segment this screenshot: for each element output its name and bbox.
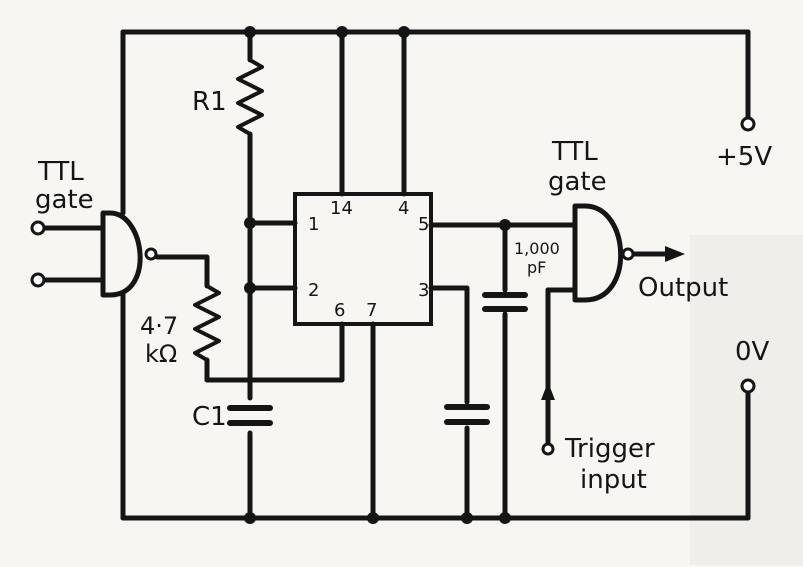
pf-cap-value-line1: 1,000 bbox=[514, 239, 560, 258]
left-ttl-nand-gate bbox=[30, 210, 158, 298]
resistor-4k7 bbox=[193, 284, 221, 362]
pin3-lead bbox=[428, 285, 470, 405]
pf-cap-value-line2: pF bbox=[527, 258, 546, 277]
ic-pin-7: 7 bbox=[366, 300, 377, 321]
pin6-lead bbox=[204, 321, 345, 383]
left-gate-output-wire bbox=[154, 254, 210, 289]
supply-rail-top bbox=[120, 29, 751, 121]
trigger-input-terminal bbox=[541, 442, 555, 456]
plus-5v-terminal bbox=[740, 116, 756, 132]
ic-pin-14: 14 bbox=[330, 198, 353, 219]
zero-volt-terminal bbox=[740, 378, 756, 394]
ic-timer-body bbox=[293, 192, 433, 326]
ic-pin-4: 4 bbox=[398, 198, 409, 219]
output-arrow-icon bbox=[665, 246, 685, 262]
r1-label: R1 bbox=[192, 87, 227, 117]
c1-label: C1 bbox=[192, 402, 227, 432]
output-label: Output bbox=[638, 273, 728, 303]
right-gate-label-ttl: TTL bbox=[551, 137, 598, 167]
right-ttl-nand-gate bbox=[541, 203, 635, 456]
trigger-label-line1: Trigger bbox=[564, 434, 655, 464]
supply-zero-label: 0V bbox=[735, 337, 770, 367]
r1-resistor bbox=[236, 58, 264, 136]
left-gate-input-a-terminal bbox=[30, 220, 46, 236]
resistor-value-line1: 4·7 bbox=[140, 312, 178, 340]
ic-pin-5: 5 bbox=[418, 214, 429, 235]
ic-pin-3: 3 bbox=[418, 280, 429, 301]
trigger-label-line2: input bbox=[580, 465, 647, 495]
ic-pin-2: 2 bbox=[308, 280, 319, 301]
supply-pos-label: +5V bbox=[716, 142, 772, 172]
supply-rail-bottom bbox=[120, 389, 751, 521]
right-gate-label-gate: gate bbox=[548, 167, 607, 197]
left-gate-label-gate: gate bbox=[35, 185, 94, 215]
left-gate-label-ttl: TTL bbox=[37, 157, 84, 187]
trigger-arrow-icon bbox=[541, 382, 555, 400]
ic-pin-1: 1 bbox=[308, 214, 319, 235]
ic-pin-6: 6 bbox=[334, 300, 345, 321]
resistor-value-line2: kΩ bbox=[145, 340, 177, 368]
left-gate-input-b-terminal bbox=[30, 272, 46, 288]
junction-dots bbox=[244, 26, 511, 524]
left-gate-bubble bbox=[144, 247, 158, 261]
